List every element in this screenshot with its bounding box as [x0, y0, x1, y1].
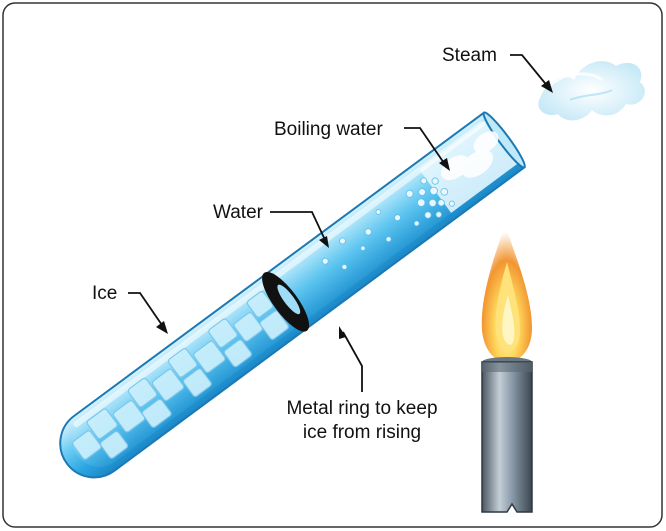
steam-cloud-icon [538, 61, 645, 121]
bubbles-icon [321, 177, 455, 270]
ring-leader [342, 331, 363, 392]
leader-lines [128, 54, 550, 392]
metal-ring-icon [262, 271, 310, 332]
label-water: Water [213, 202, 264, 223]
flame-icon [481, 225, 532, 362]
steam-inside-icon [440, 131, 499, 181]
steam-leader [510, 54, 550, 89]
leader-arrowheads [156, 80, 553, 339]
label-steam: Steam [442, 45, 497, 66]
boiling-water-leader [404, 127, 447, 167]
burner-icon [481, 357, 533, 513]
label-metal-ring-line2: ice from rising [303, 422, 421, 443]
test-tube-icon [59, 111, 526, 479]
label-ice: Ice [92, 283, 117, 304]
ice-leader [128, 292, 165, 329]
ice-cubes-icon [72, 291, 290, 460]
label-metal-ring-line1: Metal ring to keep [286, 398, 437, 419]
label-boiling-water: Boiling water [274, 119, 383, 140]
water-leader [270, 211, 327, 243]
